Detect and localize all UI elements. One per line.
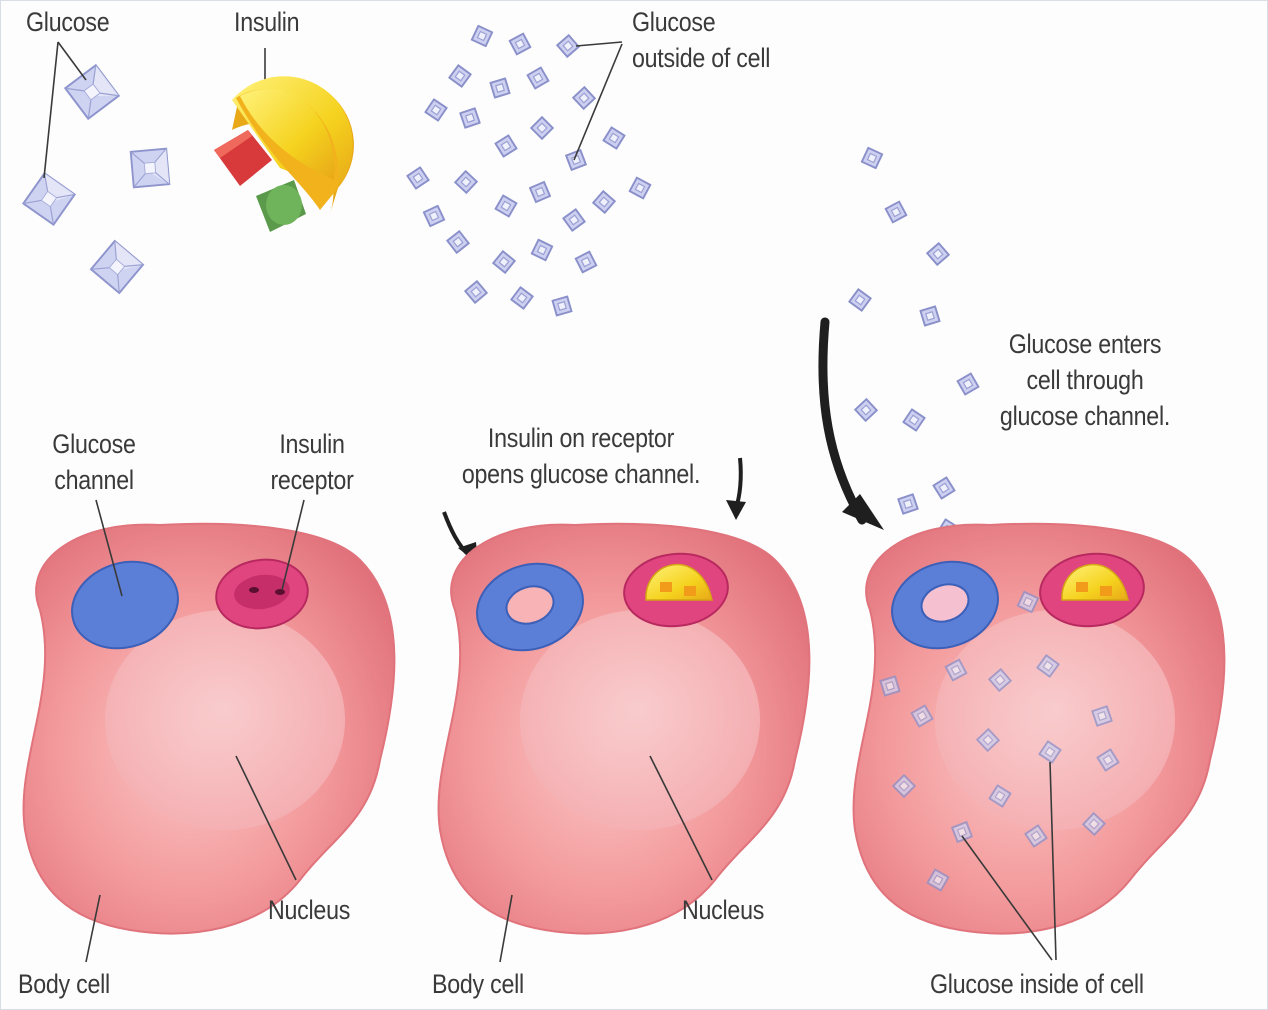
- glucose-molecule: [528, 236, 555, 263]
- glucose-molecule: [448, 64, 473, 89]
- label-body-cell-1: Body cell: [18, 966, 110, 1002]
- glucose-molecule: [446, 230, 470, 254]
- label-glucose-channel: Glucose channel: [17, 426, 172, 498]
- glucose-molecule: [572, 248, 599, 275]
- glucose-molecule: [468, 22, 496, 50]
- glucose-molecule: [883, 199, 910, 226]
- glucose-molecule: [405, 165, 430, 190]
- glucose-molecule: [601, 125, 627, 151]
- glucose-molecule: [926, 242, 949, 265]
- label-insulin-receptor: Insulin receptor: [235, 426, 390, 498]
- label-nucleus-2: Nucleus: [682, 892, 764, 928]
- glucose-molecule: [562, 208, 587, 233]
- glucose-molecule: [915, 301, 944, 330]
- glucose-molecule: [420, 202, 448, 230]
- label-glucose-enters: Glucose enters cell through glucose chan…: [995, 326, 1176, 434]
- glucose-molecule: [848, 288, 873, 313]
- glucose-molecule: [507, 31, 534, 58]
- insulin-molecule-legend: [214, 48, 354, 232]
- glucose-leader-lines: [44, 42, 86, 178]
- glucose-molecule: [525, 65, 551, 91]
- nucleus-2: [520, 610, 760, 830]
- glucose-molecule: [493, 133, 519, 159]
- glucose-crystals-legend: [19, 62, 186, 296]
- label-insulin-on-receptor: Insulin on receptor opens glucose channe…: [448, 420, 715, 492]
- glucose-molecule: [855, 399, 877, 421]
- glucose-molecule: [526, 178, 554, 206]
- glucose-molecule: [627, 175, 654, 202]
- glucose-cluster-outside: [405, 22, 653, 321]
- body-cell-2: [439, 524, 810, 934]
- body-cell-3: [854, 524, 1225, 934]
- glucose-molecule: [456, 104, 485, 133]
- label-insulin: Insulin: [234, 4, 299, 40]
- glucose-molecule: [531, 117, 553, 139]
- glucose-molecule: [562, 146, 591, 175]
- glucose-molecule: [894, 490, 923, 519]
- glucose-molecule: [592, 190, 615, 213]
- glucose-molecule: [455, 171, 477, 193]
- label-glucose: Glucose: [26, 4, 109, 40]
- glucose-molecule: [573, 87, 595, 109]
- body-cell-1: [24, 524, 395, 934]
- glucose-molecule: [858, 144, 886, 172]
- label-glucose-outside: Glucose outside of cell: [632, 4, 770, 76]
- glucose-molecule: [492, 250, 516, 274]
- label-body-cell-2: Body cell: [432, 966, 524, 1002]
- glucose-molecule: [510, 286, 534, 310]
- label-nucleus-1: Nucleus: [268, 892, 350, 928]
- glucose-molecule: [931, 475, 957, 501]
- glucose-molecule: [901, 407, 926, 432]
- glucose-molecule: [547, 291, 576, 320]
- glucose-molecule: [464, 280, 487, 303]
- glucose-molecule: [423, 97, 448, 122]
- label-glucose-inside: Glucose inside of cell: [930, 966, 1144, 1002]
- glucose-molecule: [493, 193, 519, 219]
- nucleus-3: [935, 610, 1175, 830]
- glucose-molecule: [955, 371, 981, 397]
- glucose-molecule: [485, 73, 514, 102]
